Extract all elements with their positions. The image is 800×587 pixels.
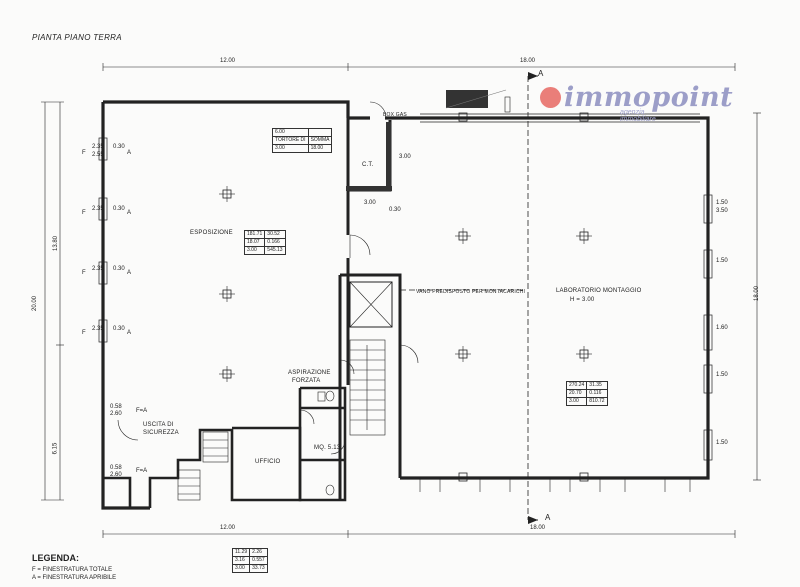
legend-line-a: A = FINESTRATURA APRIBILE	[32, 575, 117, 581]
window-f-1: F	[82, 150, 86, 156]
table-cell: 31.35	[586, 381, 608, 390]
table-cell: 810.72	[586, 397, 608, 406]
window-a-3: A	[127, 270, 132, 276]
window-dim-3c: 0.30	[113, 266, 125, 272]
legend-heading: LEGENDA:	[32, 553, 79, 563]
section-mark-top: A	[538, 69, 544, 78]
dim-ct-small: 0.30	[389, 207, 401, 213]
window-dim-r1: 1.50	[716, 200, 728, 206]
table-cell: 33.73	[249, 564, 268, 573]
window-dim-r4: 1.50	[716, 372, 728, 378]
room-laboratorio: LABORATORIO MONTAGGIO	[556, 288, 642, 294]
window-a-1: A	[127, 150, 132, 156]
room-vano-montacarichi: VANO PREDISPOSTO PER MONTACARICHI	[416, 289, 526, 295]
room-ct: C.T.	[362, 162, 374, 168]
window-dim-1a: 2.35	[92, 144, 104, 150]
table-cell: 545.13	[264, 246, 286, 255]
table-cell: 3.16	[231, 556, 251, 565]
dim-right: 18.00	[754, 285, 761, 302]
window-dim-1c: 0.30	[113, 144, 125, 150]
table-cell: 30.52	[264, 230, 286, 239]
dim-bottom-right: 18.00	[530, 525, 546, 531]
window-a-4: A	[127, 330, 132, 336]
room-ufficio: UFFICIO	[255, 459, 281, 465]
label-sicurezza: SICUREZZA	[143, 430, 179, 436]
dim-left-total: 20.00	[32, 295, 39, 312]
plan-title: PIANTA PIANO TERRA	[32, 33, 122, 42]
table-cell: 20.70	[565, 389, 588, 398]
table-cell	[307, 128, 333, 137]
dim-top-right: 18.00	[520, 58, 536, 64]
table-cell: 18.00	[307, 144, 333, 153]
table-cell: 3.00	[243, 246, 266, 255]
table-cell: 0.116	[586, 389, 608, 398]
window-dim-6a: 0.58	[110, 465, 122, 471]
table-cell: 11.29	[231, 548, 251, 557]
window-f-4: F	[82, 330, 86, 336]
window-dim-3a: 2.35	[92, 266, 104, 272]
table-cell: SOMMA	[307, 136, 333, 145]
legend-line-f: F = FINESTRATURA TOTALE	[32, 567, 113, 573]
logo-tagline: agenzia immobiliare	[620, 109, 656, 123]
table-cell: 3.00	[272, 144, 309, 153]
table-cell: 181.71	[243, 230, 266, 239]
dim-top-left: 12.00	[220, 58, 236, 64]
window-dim-r2: 1.50	[716, 258, 728, 264]
section-mark-bottom: A	[545, 513, 551, 522]
label-uscita: USCITA DI	[143, 422, 174, 428]
dim-ct-w: 3.00	[364, 200, 376, 206]
window-dim-r1b: 3.50	[716, 208, 728, 214]
window-dim-r3: 1.60	[716, 325, 728, 331]
dim-left-lower: 6.15	[52, 442, 59, 455]
room-aspirazione: ASPIRAZIONE	[288, 370, 331, 376]
room-esposizione: ESPOSIZIONE	[190, 230, 233, 236]
dim-left-upper: 13.80	[53, 235, 60, 252]
window-dim-4a: 2.35	[92, 326, 104, 332]
window-dim-4c: 0.30	[113, 326, 125, 332]
room-forzata: FORZATA	[292, 378, 321, 384]
window-dim-2c: 0.30	[113, 206, 125, 212]
window-dim-r5: 1.50	[716, 440, 728, 446]
label-box-gas: BOX GAS	[383, 112, 407, 118]
table-cell: 0.557	[249, 556, 268, 565]
window-dim-6b: 2.60	[110, 472, 122, 478]
room-mq: MQ. 5.13	[314, 445, 341, 451]
table-cell: 6.00	[272, 128, 309, 137]
window-dim-5b: 2.60	[110, 411, 122, 417]
window-fa-2: F=A	[136, 468, 148, 474]
window-dim-5a: 0.58	[110, 404, 122, 410]
table-cell: 0.166	[264, 238, 286, 247]
logo-text: immopoint	[564, 82, 734, 113]
table-cell: 2.26	[249, 548, 268, 557]
window-f-3: F	[82, 270, 86, 276]
dim-ct-h: 3.00	[399, 154, 411, 160]
table-cell: 3.00	[231, 564, 251, 573]
window-dim-2a: 2.35	[92, 206, 104, 212]
table-cell: 18.07	[243, 238, 266, 247]
window-f-2: F	[82, 210, 86, 216]
table-cell: 270.24	[565, 381, 588, 390]
table-cell: 3.00	[565, 397, 588, 406]
dim-bottom-left: 12.00	[220, 525, 236, 531]
room-laboratorio-height: H = 3.00	[570, 297, 595, 303]
window-a-2: A	[127, 210, 132, 216]
window-dim-1b: 2.55	[92, 152, 104, 158]
window-fa-1: F=A	[136, 408, 148, 414]
table-cell: TORTORE DI	[272, 136, 309, 145]
logo-circle-icon	[540, 87, 561, 108]
